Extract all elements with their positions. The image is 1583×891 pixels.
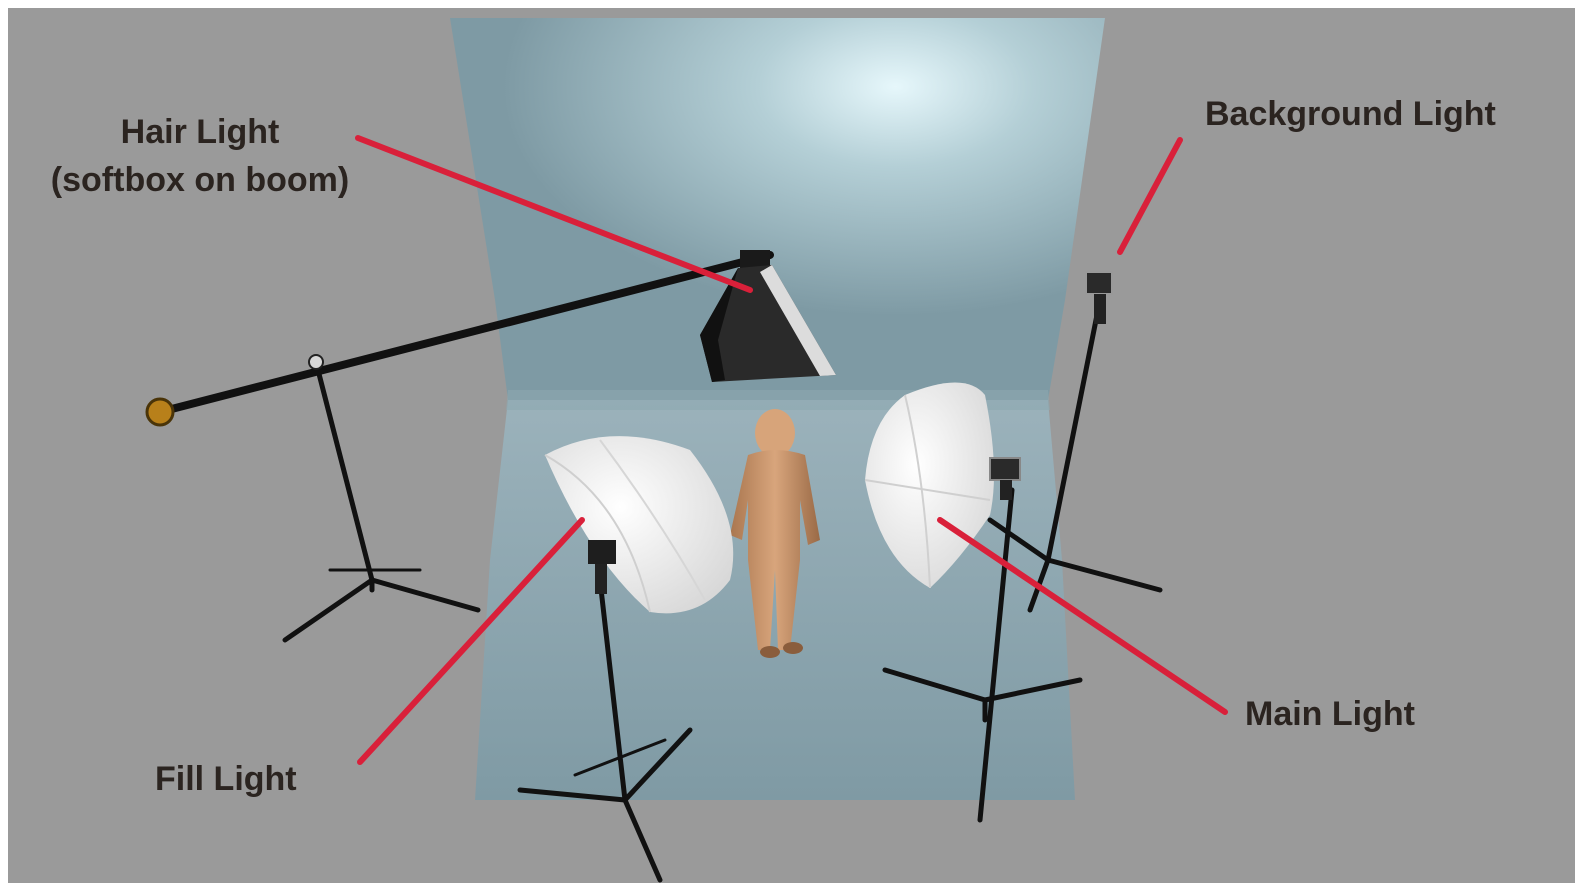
hair-light-label: Hair Light (softbox on boom) [20,108,380,204]
hair-light-subtitle: (softbox on boom) [20,156,380,204]
counterweight-icon [147,399,173,425]
fill-light-label: Fill Light [155,755,297,803]
background-light-label: Background Light [1205,90,1496,138]
main-light-label: Main Light [1245,690,1415,738]
hair-light-title: Hair Light [20,108,380,156]
